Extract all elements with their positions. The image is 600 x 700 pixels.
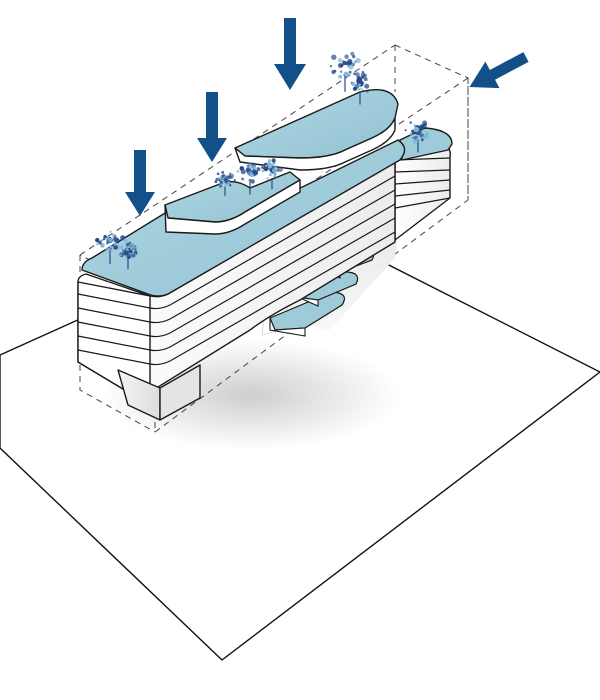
arrow-down-icon — [274, 18, 306, 90]
top-block — [234, 89, 399, 171]
building-envelope-front — [394, 45, 469, 200]
main-slab-end-face — [77, 281, 151, 393]
tree-icon — [119, 238, 139, 270]
ground-core — [117, 364, 201, 421]
arrow-diagonal-icon — [469, 52, 529, 89]
direction-arrows — [125, 18, 529, 216]
middle-block-facade — [164, 179, 301, 235]
tree-icon — [214, 171, 236, 196]
tree-icon — [329, 51, 361, 92]
right-wing-block — [394, 127, 453, 241]
tree-icon — [350, 70, 370, 105]
tree-icon — [95, 230, 126, 264]
arrow-down-icon — [197, 92, 227, 162]
envelope-bottom-ridge — [154, 199, 469, 433]
tree-icon — [404, 120, 430, 153]
end-face-floor-lines — [77, 293, 151, 365]
tree-icon — [261, 158, 283, 190]
tree-icon — [236, 162, 261, 195]
top-block-facade — [234, 117, 396, 171]
roof-trees — [95, 51, 430, 270]
right-wing-floor-lines — [394, 157, 451, 209]
terrace-step-1-edge — [269, 317, 306, 337]
core-pier-right — [159, 364, 201, 421]
right-wing-roof — [399, 127, 453, 161]
arrow-down-icon — [125, 150, 155, 216]
middle-block — [164, 171, 301, 235]
